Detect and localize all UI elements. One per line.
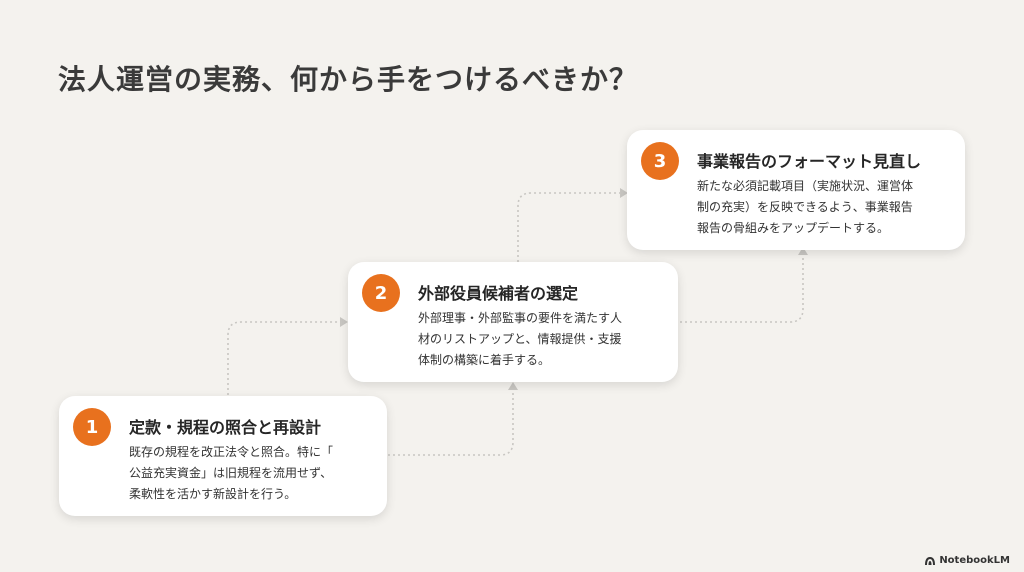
step-title: 定款・規程の照合と再設計 — [129, 418, 322, 437]
step-title: 事業報告のフォーマット見直し — [697, 152, 922, 171]
arrow-right-icon — [340, 317, 348, 327]
brand-watermark: NotebookLM — [924, 555, 1010, 566]
step-title: 外部役員候補者の選定 — [418, 284, 579, 303]
step-number-badge: 2 — [362, 274, 400, 312]
step-description: 外部理事・外部監事の要件を満たす人 材のリストアップと、情報提供・支援 体制の構… — [418, 311, 623, 367]
step-description: 新たな必須記載項目（実施状況、運営体 制の充実）を反映できるよう、事業報告 報告… — [697, 179, 914, 235]
step-number-badge: 3 — [641, 142, 679, 180]
step-card-2: 2 外部役員候補者の選定 外部理事・外部監事の要件を満たす人 材のリストアップと… — [348, 262, 678, 382]
arrow-up-icon — [508, 382, 518, 390]
step-card-1: 1 定款・規程の照合と再設計 既存の規程を改正法令と照合。特に「 公益充実資金」… — [59, 396, 387, 516]
step-description: 既存の規程を改正法令と照合。特に「 公益充実資金」は旧規程を流用せず、 柔軟性を… — [129, 445, 334, 501]
brand-label: NotebookLM — [939, 555, 1010, 566]
notebooklm-icon — [925, 557, 936, 565]
arrow-right-icon — [620, 188, 628, 198]
arrow-up-icon — [798, 247, 808, 255]
page-title: 法人運営の実務、何から手をつけるべきか？ — [58, 63, 639, 96]
step-card-3: 3 事業報告のフォーマット見直し 新たな必須記載項目（実施状況、運営体 制の充実… — [627, 130, 965, 250]
step-number-badge: 1 — [73, 408, 111, 446]
